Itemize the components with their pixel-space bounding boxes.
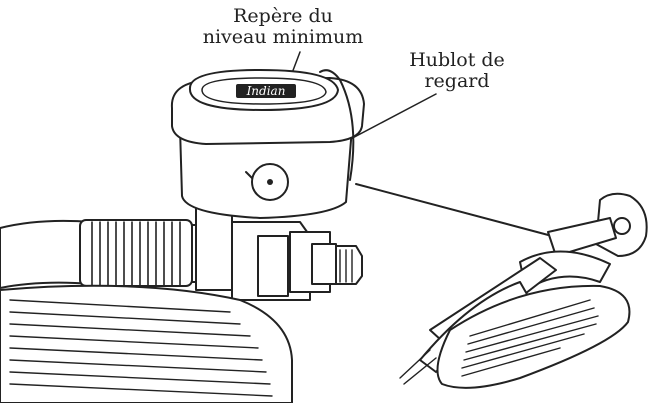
brake-hose xyxy=(319,69,553,237)
label-sight-glass: Hublot de regard xyxy=(392,50,522,92)
label-min-level-mark: Repère du niveau minimum xyxy=(178,6,388,48)
switch-housing xyxy=(0,284,293,403)
min-level-mark xyxy=(245,171,253,179)
master-cylinder-body xyxy=(231,221,363,301)
label-min-level-line1: Repère du xyxy=(233,5,333,27)
brake-lever-assembly xyxy=(399,192,648,389)
logo-text: Indian xyxy=(246,84,286,98)
sight-glass-window xyxy=(251,163,289,201)
label-sight-glass-line1: Hublot de xyxy=(409,49,505,71)
label-min-level-line2: niveau minimum xyxy=(202,26,364,48)
label-sight-glass-line2: regard xyxy=(424,70,490,92)
handlebar-grip xyxy=(79,219,193,287)
